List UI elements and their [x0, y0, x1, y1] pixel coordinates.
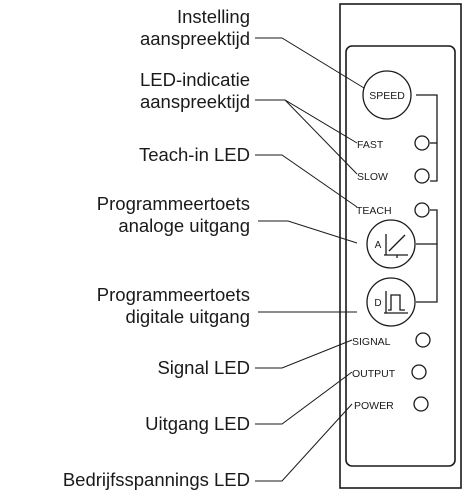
power-led: [413, 396, 429, 412]
speed-button-label: SPEED: [369, 90, 405, 102]
leader-output: [255, 371, 353, 425]
leader-prog-analog: [258, 220, 358, 244]
leader-signal: [255, 339, 353, 369]
callout-prog-digital-line-1: Programmeertoets: [97, 284, 250, 305]
wire-teach-to-analog: [416, 209, 438, 245]
callout-teach-in-led: Teach-in LED: [139, 144, 250, 165]
callout-signal-led-line-1: Signal LED: [157, 357, 250, 378]
teach-led: [414, 202, 430, 218]
analog-button[interactable]: [366, 219, 416, 269]
signal-led: [415, 332, 431, 348]
fast-label: FAST: [357, 139, 384, 151]
digital-output-icon: [384, 291, 408, 314]
callout-led-indication-line-2: aanspreektijd: [140, 91, 250, 112]
callout-prog-digital-line-2: digitale uitgang: [126, 306, 250, 327]
callout-teach-in-led-line-1: Teach-in LED: [139, 144, 250, 165]
callout-output-led-line-1: Uitgang LED: [145, 413, 250, 434]
callout-prog-digital: Programmeertoets digitale uitgang: [97, 284, 250, 327]
slow-led: [414, 168, 430, 184]
wire-analog-to-digital: [416, 244, 438, 303]
callout-prog-analog: Programmeertoets analoge uitgang: [97, 193, 250, 236]
callout-power-led: Bedrijfsspannings LED: [63, 469, 250, 490]
device-outer-frame: [339, 3, 462, 489]
callout-prog-analog-line-2: analoge uitgang: [118, 215, 250, 236]
output-led: [411, 364, 427, 380]
leader-teach: [255, 154, 358, 208]
digital-button-letter: D: [374, 298, 381, 309]
callout-power-led-line-1: Bedrijfsspannings LED: [63, 469, 250, 490]
slow-label: SLOW: [357, 171, 388, 183]
speed-button[interactable]: [362, 70, 412, 120]
callout-led-indication: LED-indicatie aanspreektijd: [140, 69, 250, 112]
callout-speed-setting: Instelling aanspreektijd: [140, 6, 250, 49]
output-label: OUTPUT: [352, 368, 396, 380]
leader-slow: [284, 99, 358, 175]
power-label: POWER: [354, 400, 394, 412]
device-inner-panel: [345, 45, 456, 467]
callout-output-led: Uitgang LED: [145, 413, 250, 434]
teach-label: TEACH: [356, 205, 392, 217]
signal-label: SIGNAL: [352, 336, 391, 348]
callout-speed-setting-line-1: Instelling: [177, 6, 250, 27]
fast-led: [414, 135, 430, 151]
analog-output-icon: [384, 234, 408, 258]
leader-speed-setting: [255, 37, 365, 89]
callout-led-indication-line-1: LED-indicatie: [140, 69, 250, 90]
callout-prog-analog-line-1: Programmeertoets: [97, 193, 250, 214]
wire-speed-to-slow: [416, 94, 438, 182]
analog-button-letter: A: [375, 240, 382, 251]
callout-speed-setting-line-2: aanspreektijd: [140, 28, 250, 49]
leader-power: [255, 403, 353, 482]
callout-signal-led: Signal LED: [157, 357, 250, 378]
